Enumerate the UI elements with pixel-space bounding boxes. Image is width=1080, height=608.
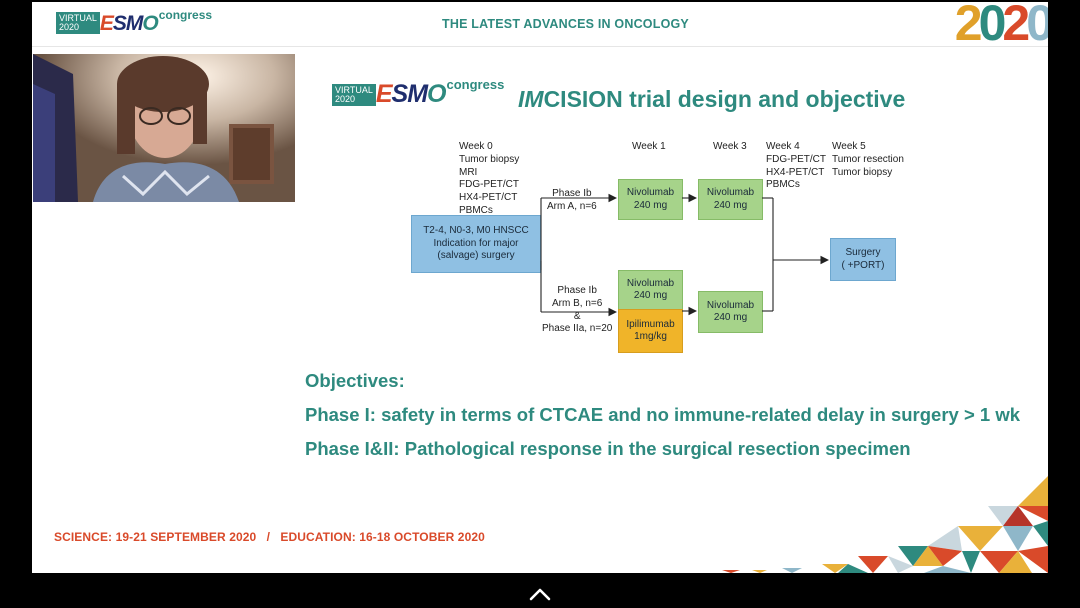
speaker-video-feed[interactable] [33, 54, 295, 202]
logo-esmo-mark: ESMO [100, 14, 158, 34]
week4-label: Week 4 FDG-PET/CT HX4-PET/CT PBMCs [766, 141, 826, 192]
week3-label: Week 3 [713, 141, 747, 154]
slide-title: IMCISION trial design and objective [518, 86, 905, 113]
slide-logo-virtual-badge: VIRTUAL 2020 [332, 84, 376, 106]
week0-label: Week 0 Tumor biopsy MRI FDG-PET/CT HX4-P… [459, 141, 519, 218]
objective-phase1: Phase I: safety in terms of CTCAE and no… [305, 404, 1020, 426]
arm-a-week3-nivolumab: Nivolumab 240 mg [698, 179, 763, 220]
footer-education: EDUCATION: 16-18 OCTOBER 2020 [280, 530, 485, 544]
week1-label: Week 1 [632, 141, 666, 154]
header-divider [32, 46, 1048, 47]
esmo-congress-logo: VIRTUAL 2020 ESMO congress [56, 12, 212, 34]
indication-box: T2-4, N0-3, M0 HNSCC Indication for majo… [411, 215, 541, 273]
slide-esmo-logo: VIRTUAL 2020 ESMO congress [332, 82, 504, 106]
footer-science: SCIENCE: 19-21 SEPTEMBER 2020 [54, 530, 256, 544]
year-2020-logo: 2020 [955, 2, 1048, 48]
arm-b-label: Phase Ib Arm B, n=6 & Phase IIa, n=20 [542, 285, 612, 336]
slide-logo-esmo-mark: ESMO [376, 82, 446, 106]
logo-congress-text: congress [159, 8, 212, 22]
slide-title-rest: CISION trial design and objective [544, 86, 906, 112]
logo-virtual-badge: VIRTUAL 2020 [56, 12, 100, 34]
expand-controls-button[interactable] [528, 586, 552, 607]
objectives-heading: Objectives: [305, 370, 405, 392]
arm-b-week3-nivolumab: Nivolumab 240 mg [698, 291, 763, 333]
week5-label: Week 5 Tumor resection Tumor biopsy [832, 141, 904, 179]
arm-b-week1-nivolumab: Nivolumab 240 mg [618, 270, 683, 310]
slide-title-italic: IM [518, 86, 544, 112]
chevron-up-icon [528, 586, 552, 602]
header-title: THE LATEST ADVANCES IN ONCOLOGY [442, 17, 689, 31]
footer-dates: SCIENCE: 19-21 SEPTEMBER 2020 / EDUCATIO… [54, 530, 485, 544]
speaker-video-image [33, 54, 295, 202]
slide-logo-congress-text: congress [447, 77, 505, 92]
objective-phase1-2: Phase I&II: Pathological response in the… [305, 438, 911, 460]
surgery-box: Surgery ( +PORT) [830, 238, 896, 281]
footer-separator: / [267, 530, 270, 544]
decorative-triangle-pattern [662, 476, 1048, 573]
arm-a-label: Phase Ib Arm A, n=6 [547, 188, 597, 214]
slide-header: VIRTUAL 2020 ESMO congress THE LATEST AD… [32, 2, 1048, 46]
arm-a-week1-nivolumab: Nivolumab 240 mg [618, 179, 683, 220]
arm-b-week1-ipilimumab: Ipilimumab 1mg/kg [618, 309, 683, 353]
